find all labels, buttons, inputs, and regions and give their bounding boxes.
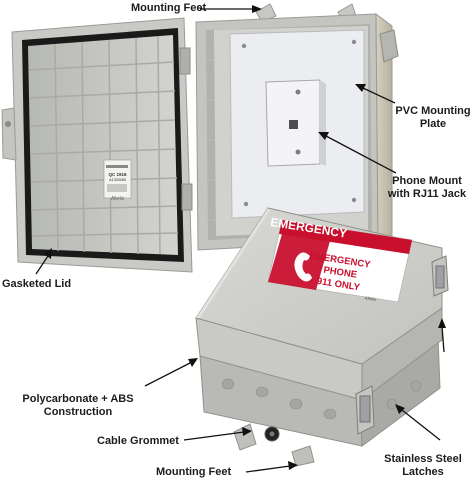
- knockouts: [221, 378, 422, 420]
- callout-pvc-plate-line2: Plate: [419, 118, 447, 130]
- lid-ribs: [28, 35, 179, 255]
- closed-box: EMERGENCY EMERGENCY PHONE 911 ONLY Altel…: [195, 207, 449, 467]
- callout-gasketed-lid: Gasketed Lid: [2, 278, 72, 290]
- callout-latches-line1: Stainless Steel: [384, 453, 462, 465]
- emergency-sticker: EMERGENCY EMERGENCY PHONE 911 ONLY Altel…: [267, 215, 413, 303]
- callout-mounting-feet-top: Mounting Feet: [131, 2, 207, 14]
- phone-icon: [294, 252, 312, 282]
- mounting-foot-bottom-left: [233, 423, 257, 451]
- callout-pvc-plate: PVC Mounting Plate: [392, 105, 474, 131]
- lid-label-brand: Altelix: [111, 196, 125, 202]
- callout-cable-grommet: Cable Grommet: [97, 435, 179, 447]
- callout-latches-line2: Latches: [402, 466, 444, 478]
- callout-latches: Stainless Steel Latches: [374, 453, 472, 479]
- callout-pvc-plate-line1: PVC Mounting: [395, 105, 471, 117]
- latch-open-box: [379, 29, 399, 63]
- callout-phone-mount-line2: with RJ11 Jack: [387, 188, 467, 200]
- open-lid: QC 1916 A1326NB Altelix: [1, 17, 193, 273]
- lid-label-line2: A1326NB: [109, 177, 126, 182]
- callout-construction: Polycarbonate + ABS Construction: [10, 393, 146, 419]
- callout-phone-mount: Phone Mount with RJ11 Jack: [380, 175, 474, 201]
- callout-construction-line1: Polycarbonate + ABS: [22, 393, 134, 405]
- callout-arrows: [35, 5, 446, 473]
- sticker-line2: PHONE: [323, 265, 358, 281]
- mounting-foot-bottom-right: [291, 445, 315, 467]
- callout-construction-line2: Construction: [43, 406, 113, 418]
- hinge-bottom: [181, 183, 193, 211]
- open-box: [195, 3, 399, 251]
- rj11-jack: [289, 120, 298, 129]
- callout-mounting-feet-bottom: Mounting Feet: [156, 466, 232, 478]
- callout-phone-mount-line1: Phone Mount: [392, 175, 462, 187]
- lid-label-line1: QC 1916: [108, 172, 127, 177]
- hinge-top: [179, 47, 191, 75]
- sticker-brand: Altelix: [363, 295, 377, 302]
